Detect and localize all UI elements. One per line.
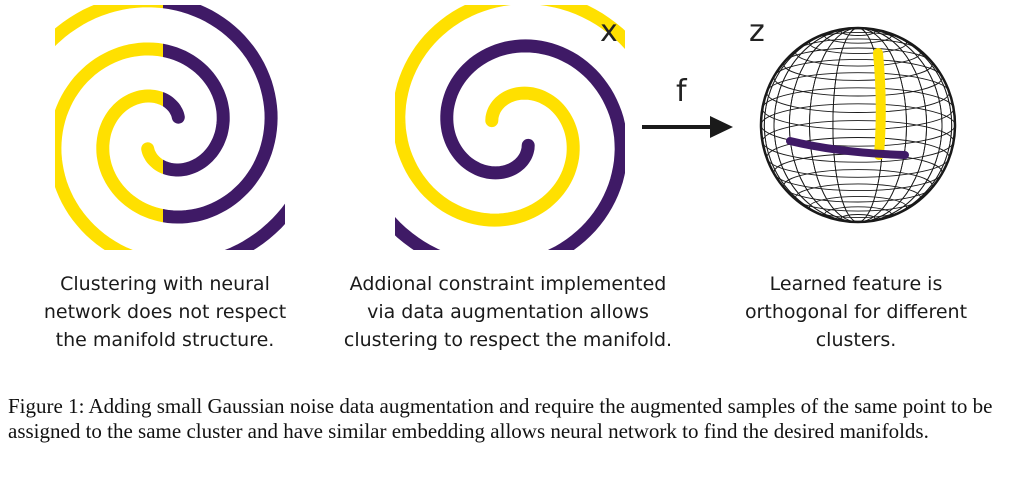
latitude-line bbox=[783, 169, 933, 203]
caption-line: Addional constraint implemented bbox=[349, 273, 667, 295]
figure-caption: Figure 1: Adding small Gaussian noise da… bbox=[8, 394, 993, 443]
latitude-line bbox=[773, 58, 943, 97]
caption-line: Clustering with neural bbox=[60, 273, 270, 295]
purple-cluster-band bbox=[786, 137, 909, 159]
left-spiral-plot bbox=[55, 5, 285, 250]
meridian-line bbox=[763, 27, 953, 223]
caption-line: clustering to respect the manifold. bbox=[343, 329, 673, 351]
sphere-embedding-plot bbox=[759, 26, 957, 224]
yellow-arm-1 bbox=[55, 5, 163, 223]
middle-spiral-plot bbox=[395, 5, 625, 250]
caption-line: via data augmentation allows bbox=[367, 301, 649, 323]
yellow-cluster-band bbox=[873, 48, 886, 160]
purple-arm bbox=[395, 39, 625, 250]
caption-line: the manifold structure. bbox=[55, 329, 275, 351]
z-label: z bbox=[749, 14, 765, 49]
latitude-line bbox=[809, 195, 907, 219]
yellow-arm bbox=[395, 5, 625, 227]
purple-arm-2 bbox=[163, 43, 285, 250]
purple-arm-1 bbox=[163, 5, 278, 224]
latitude-line bbox=[809, 31, 907, 55]
caption-line: network does not respect bbox=[43, 301, 287, 323]
caption-line: clusters. bbox=[815, 329, 897, 351]
f-label: f bbox=[676, 74, 687, 109]
mapping-arrow bbox=[642, 116, 733, 138]
caption-line: Learned feature is bbox=[769, 273, 943, 295]
left-panel-caption: Clustering with neural network does not … bbox=[0, 270, 365, 354]
latitude-line bbox=[783, 47, 933, 81]
x-label: x bbox=[600, 14, 618, 49]
yellow-arm-2 bbox=[55, 42, 163, 250]
middle-panel-caption: Addional constraint implemented via data… bbox=[308, 270, 708, 354]
right-panel-caption: Learned feature is orthogonal for differ… bbox=[656, 270, 1015, 354]
caption-line: orthogonal for different bbox=[744, 301, 968, 323]
